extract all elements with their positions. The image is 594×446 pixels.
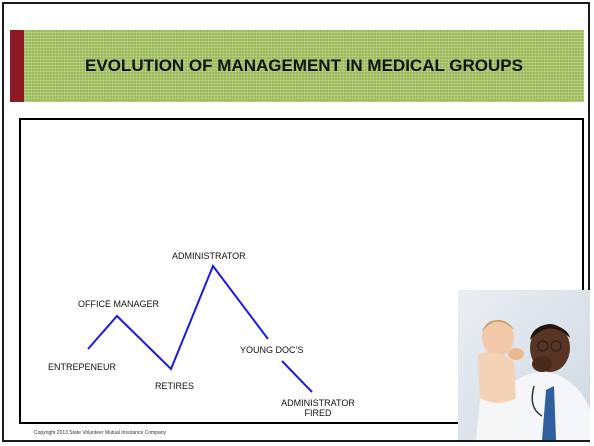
slide-title: EVOLUTION OF MANAGEMENT IN MEDICAL GROUP…	[85, 56, 523, 75]
title-accent-bar	[10, 30, 24, 102]
flow-line-main	[87, 263, 269, 371]
stage-young-docs-label: YOUNG DOC’S	[240, 345, 304, 355]
flow-line-fired	[281, 360, 313, 393]
doctor-child-photo	[458, 290, 590, 440]
stage-office-manager-label: OFFICE MANAGER	[78, 299, 160, 309]
stage-administrator-fired-line2: FIRED	[304, 408, 332, 418]
copyright-text: Copyright 2013 State Volunteer Mutual In…	[34, 430, 167, 436]
stage-administrator-fired-label: ADMINISTRATOR FIRED	[276, 398, 360, 418]
stage-entrepreneur-label: ENTREPENEUR	[48, 362, 117, 372]
title-band	[10, 30, 584, 102]
stage-administrator-fired-line1: ADMINISTRATOR	[281, 398, 355, 408]
stage-administrator-label: ADMINISTRATOR	[172, 251, 246, 261]
stage-retires-label: RETIRES	[155, 381, 195, 391]
